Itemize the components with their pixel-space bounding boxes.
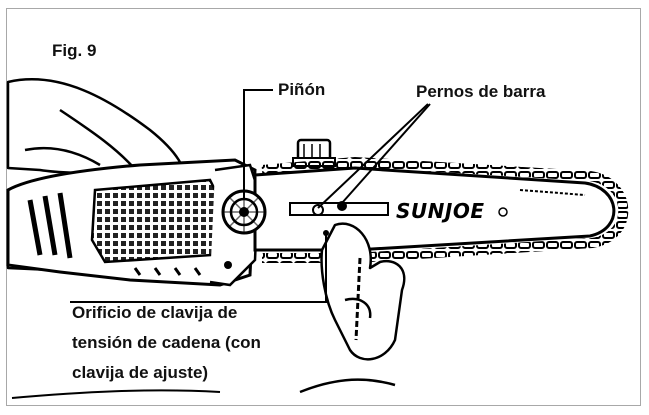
label-pinion: Piñón <box>278 80 326 99</box>
pinion-leader-line <box>243 89 273 198</box>
bolt-leader-line-2 <box>341 103 431 204</box>
motor-housing <box>6 158 260 287</box>
label-tension-pin-hole-line-1: Orificio de clavija de <box>72 303 238 322</box>
figure-title: Fig. 9 <box>52 41 97 60</box>
pinion-sprocket <box>221 189 267 235</box>
label-tension-pin-hole-line-3: clavija de ajuste) <box>72 363 209 382</box>
label-bar-bolts: Pernos de barra <box>416 82 546 101</box>
brand-logo: SUNJOE <box>396 199 485 223</box>
leader-lines <box>70 89 431 303</box>
bolt-leader-line-1 <box>317 103 429 209</box>
label-tension-pin-hole-line-2: tensión de cadena (con <box>72 333 261 352</box>
label-tension-pin-hole: Orificio de clavija de tensión de cadena… <box>72 298 261 388</box>
ground-line <box>11 389 221 399</box>
tension-hole-leader-line <box>70 233 327 303</box>
